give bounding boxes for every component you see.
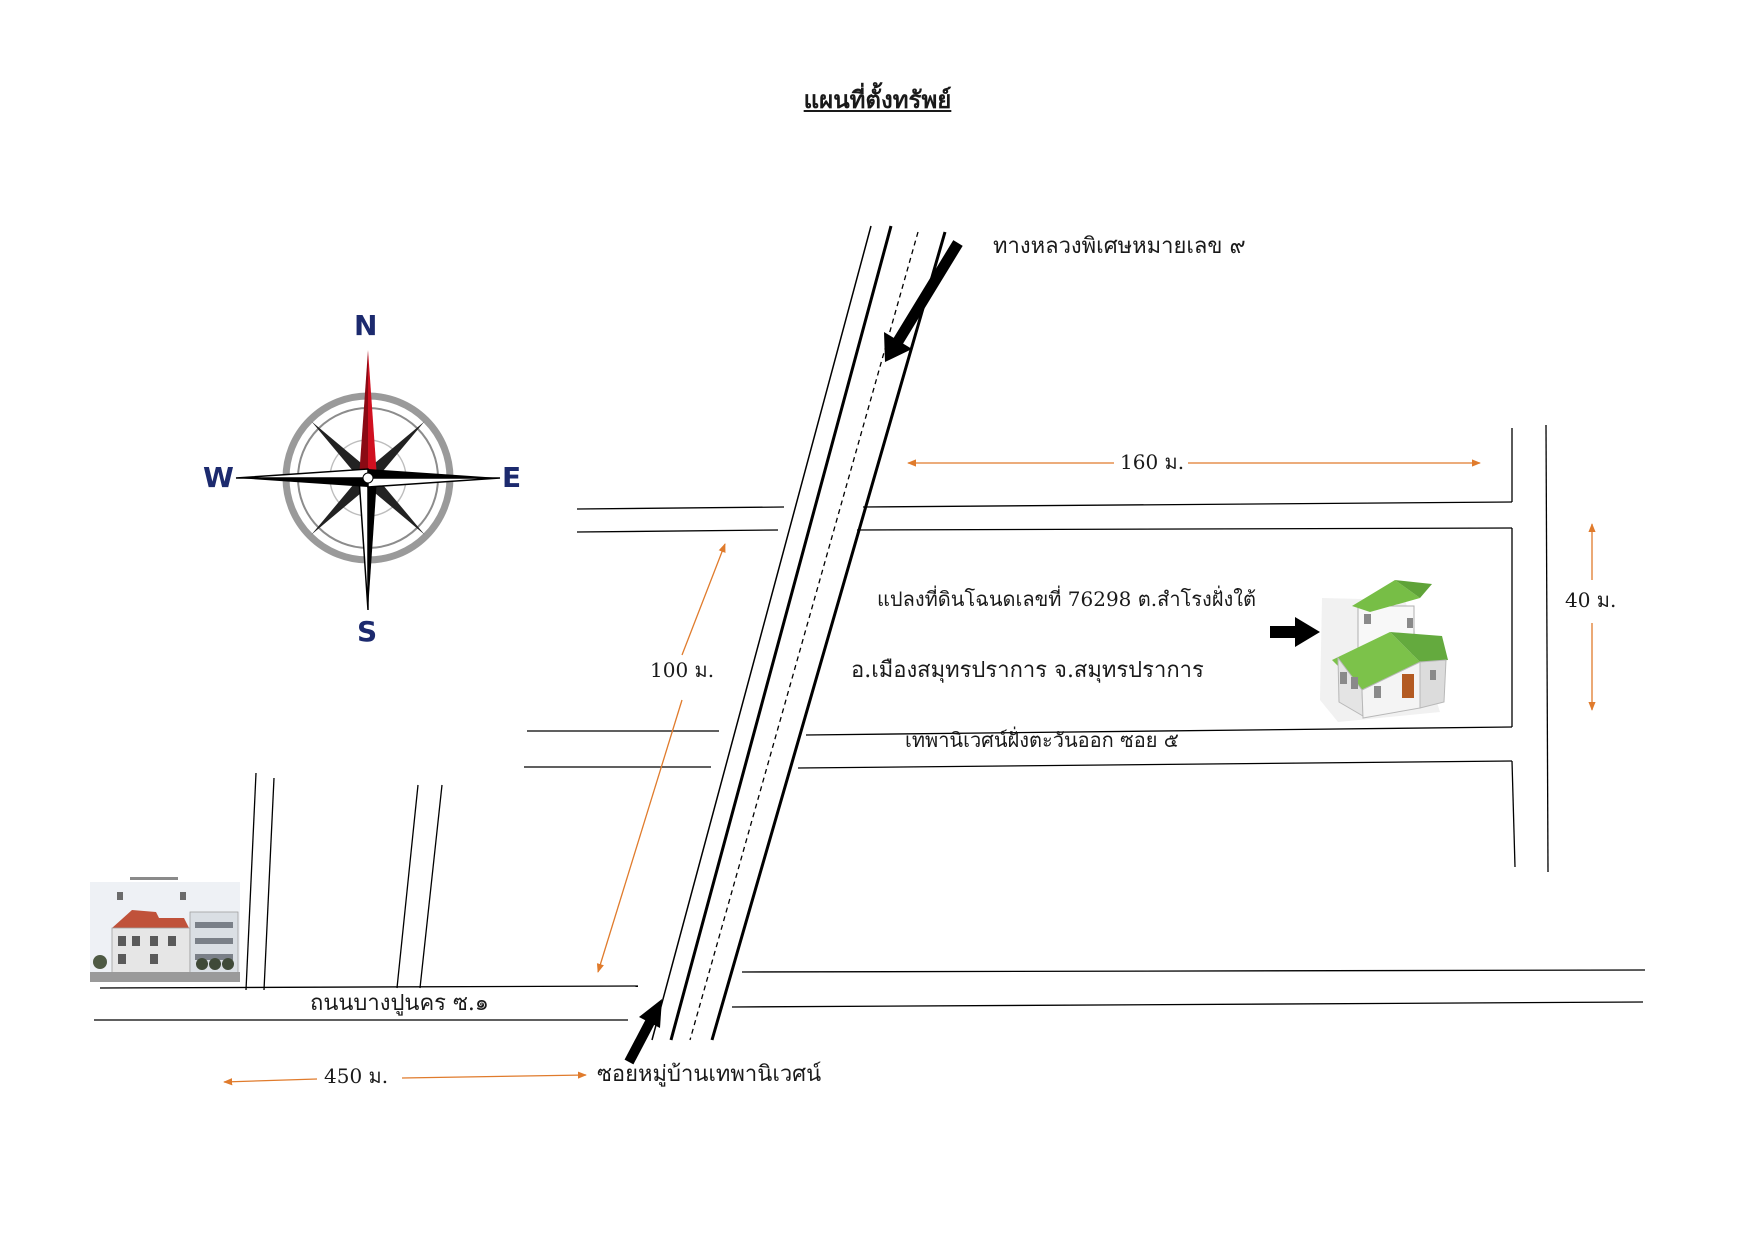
bangpoo-road xyxy=(94,969,1646,1021)
highway-road xyxy=(651,225,947,1041)
soi5-road xyxy=(524,424,1549,873)
top-side-road xyxy=(576,428,1513,533)
page-title: แผนที่ตั้งทรัพย์ xyxy=(803,85,952,114)
soi5-label: เทพานิเวศน์ฝั่งตะวันออก ซอย ๕ xyxy=(905,728,1179,752)
compass-north-label: N xyxy=(354,309,378,342)
house-icon xyxy=(1320,580,1448,722)
compass-rose-icon xyxy=(235,350,501,611)
village-soi-label: ซอยหมู่บ้านเทพานิเวศน์ xyxy=(597,1062,822,1087)
highway-label: ทางหลวงพิเศษหมายเลข ๙ xyxy=(993,234,1246,259)
distance-40-label: 40 ม. xyxy=(1565,588,1617,612)
compass-west-label: W xyxy=(203,461,234,494)
direction-arrow-icon xyxy=(884,240,963,362)
distance-160-label: 160 ม. xyxy=(1120,450,1185,474)
distance-450-label: 450 ม. xyxy=(324,1064,389,1088)
direction-arrow-icon xyxy=(624,999,662,1065)
compass-south-label: S xyxy=(357,615,378,648)
parcel-district-label: อ.เมืองสมุทรปราการ จ.สมุทรปราการ xyxy=(851,658,1204,683)
distance-100-label: 100 ม. xyxy=(650,658,715,682)
office-building-icon xyxy=(90,877,240,982)
bangpoo-road-label: ถนนบางปูนคร ซ.๑ xyxy=(310,991,489,1016)
dimension-arrows xyxy=(223,459,1596,1086)
left-side-roads xyxy=(245,772,443,991)
direction-arrow-icon xyxy=(1270,617,1320,647)
parcel-deed-label: แปลงที่ดินโฉนดเลขที่ 76298 ต.สำโรงฝั่งใต… xyxy=(877,587,1257,611)
compass-east-label: E xyxy=(502,461,522,494)
